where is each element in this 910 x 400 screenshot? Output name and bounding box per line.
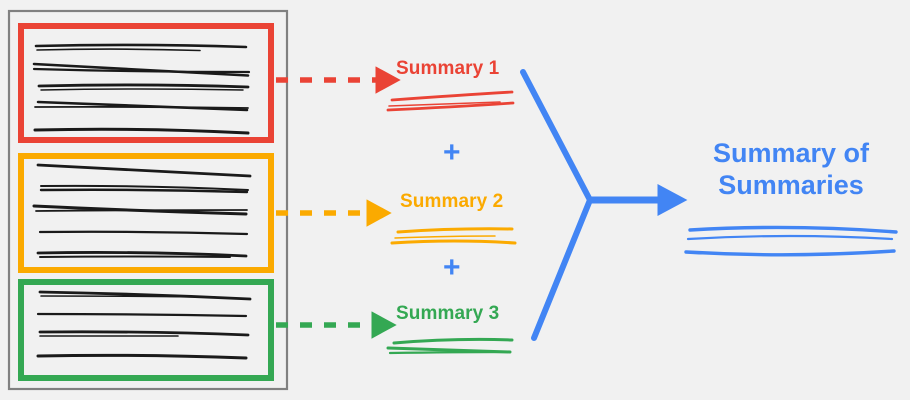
section-green-text-lines (36, 290, 252, 360)
plus-operator-2: + (443, 251, 461, 284)
section-green[interactable] (18, 279, 274, 381)
summary-2-label: Summary 2 (400, 191, 504, 212)
section-red-box (18, 23, 274, 143)
final-summary-underlines (684, 225, 898, 257)
final-summary-line-2: Summaries (718, 169, 864, 200)
section-orange[interactable] (18, 153, 274, 273)
merge-arrow (520, 69, 593, 341)
summary-2-underlines (390, 227, 517, 245)
final-summary-line-1: Summary of (712, 138, 870, 168)
section-green-box (18, 279, 274, 381)
plus-operator-1: + (443, 136, 461, 169)
section-orange-text-lines (32, 163, 252, 258)
section-red[interactable] (18, 23, 274, 143)
summary-1-underlines (386, 90, 515, 112)
section-orange-box (18, 153, 274, 273)
summary-3-underlines (386, 337, 514, 355)
summary-1-label: Summary 1 (396, 58, 500, 79)
final-summary-label: Summary of Summaries (688, 138, 894, 202)
summary-3-label: Summary 3 (396, 303, 500, 324)
section-red-text-lines (32, 43, 251, 135)
source-document-container (7, 9, 289, 391)
